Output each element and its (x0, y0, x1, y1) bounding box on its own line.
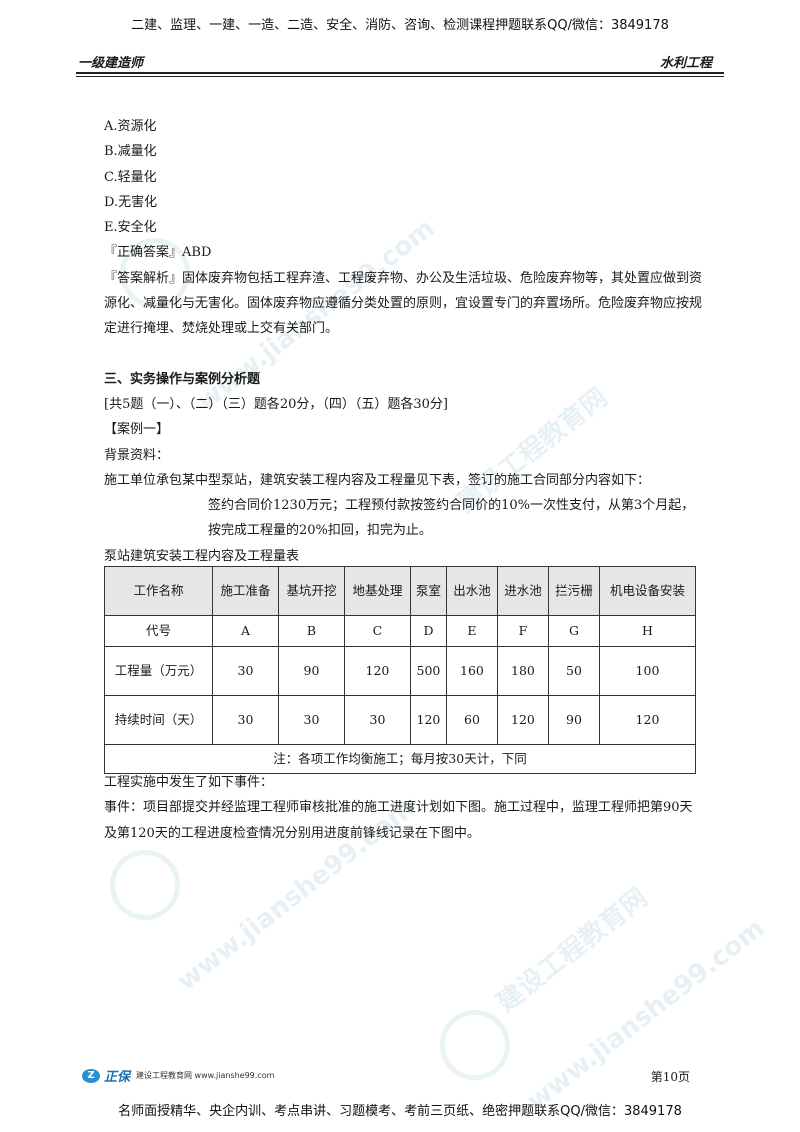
table-row-label: 持续时间（天） (104, 695, 213, 745)
option-d: D.无害化 (104, 194, 158, 210)
watermark-logo-circle (440, 1010, 510, 1080)
logo-brand: 正保 (104, 1070, 131, 1085)
table-header-cell: 拦污栅 (547, 566, 600, 616)
page-number: 第10页 (650, 1070, 690, 1084)
watermark-text: 建设工程教育网 (491, 882, 654, 1019)
table-header-cell: 机电设备安装 (598, 566, 697, 616)
table-cell: 180 (496, 646, 549, 696)
option-c: C.轻量化 (104, 169, 157, 185)
question-content: A.资源化 B.减量化 C.轻量化 D.无害化 E.安全化 『正确答案』ABD … (104, 114, 702, 569)
table-row: 工程量（万元） 30 90 120 500 160 180 50 100 (104, 646, 697, 696)
table-cell: D (409, 615, 447, 647)
work-quantity-table: 工作名称 施工准备 基坑开挖 地基处理 泵室 出水池 进水池 拦污栅 机电设备安… (104, 566, 697, 774)
table-cell: C (343, 615, 411, 647)
bottom-banner: 名师面授精华、央企内训、考点串讲、习题模考、考前三页纸、绝密押题联系QQ/微信：… (118, 1104, 682, 1119)
table-cell: 120 (409, 695, 447, 745)
option-a: A.资源化 (104, 119, 157, 134)
logo-subtitle: 建设工程教育网 www.jianshe99.com (136, 1071, 275, 1080)
table-cell: E (445, 615, 498, 647)
table-caption: 泵站建筑安装工程内容及工程量表 (104, 548, 300, 564)
background-text-1: 施工单位承包某中型泵站，建筑安装工程内容及工程量见下表，签订的施工合同部分内容如… (104, 472, 651, 488)
table-cell: A (212, 615, 279, 647)
answer-analysis: 『答案解析』固体废弃物包括工程弃渣、工程废弃物、办公及生活垃圾、危险废弃物等，其… (104, 270, 703, 337)
table-row: 代号 A B C D E F G H (104, 615, 697, 647)
header-exam-name: 一级建造师 (78, 56, 144, 71)
table-header-cell: 基坑开挖 (277, 566, 345, 616)
watermark-logo-circle (110, 850, 180, 920)
table-cell: F (496, 615, 549, 647)
table-cell: 30 (212, 695, 279, 745)
table-cell: 160 (445, 646, 498, 696)
table-row-label: 工程量（万元） (104, 646, 213, 696)
table-header-cell: 出水池 (445, 566, 498, 616)
table-row: 持续时间（天） 30 30 30 120 60 120 90 120 (104, 695, 697, 745)
table-row-label: 代号 (104, 615, 213, 647)
table-cell: G (547, 615, 600, 647)
table-header-cell: 泵室 (409, 566, 447, 616)
table-cell: 120 (496, 695, 549, 745)
correct-answer: 『正确答案』ABD (104, 245, 212, 261)
table-cell: H (598, 615, 697, 647)
header-rule (76, 72, 724, 74)
table-cell: B (277, 615, 345, 647)
table-header-row: 工作名称 施工准备 基坑开挖 地基处理 泵室 出水池 进水池 拦污栅 机电设备安… (104, 566, 697, 616)
section-title: 三、实务操作与案例分析题 (104, 371, 261, 387)
event-intro: 工程实施中发生了如下事件： (104, 775, 274, 790)
table-cell: 90 (277, 646, 345, 696)
table-cell: 120 (343, 646, 411, 696)
table-header-cell: 工作名称 (104, 566, 213, 616)
top-banner: 二建、监理、一建、一造、二造、安全、消防、咨询、检测课程押题联系QQ/微信：38… (131, 18, 669, 33)
option-e: E.安全化 (104, 220, 157, 236)
table-header-cell: 地基处理 (343, 566, 411, 616)
watermark-logo-circle (120, 238, 190, 308)
table-cell: 30 (343, 695, 411, 745)
case-title: 【案例一】 (104, 422, 170, 438)
table-header-cell: 施工准备 (212, 566, 279, 616)
option-b: B.减量化 (104, 144, 157, 160)
background-label: 背景资料： (104, 447, 170, 463)
zhengbao-logo-icon: Z (82, 1068, 100, 1083)
table-header-cell: 进水池 (496, 566, 549, 616)
background-text-2: 签约合同价1230万元；工程预付款按签约合同价的10%一次性支付，从第3个月起，… (208, 498, 695, 539)
table-cell: 100 (598, 646, 697, 696)
table-cell: 50 (547, 646, 600, 696)
table-cell: 30 (277, 695, 345, 745)
footer-logo: Z 正保 建设工程教育网 www.jianshe99.com (82, 1066, 274, 1085)
event-text: 事件：项目部提交并经监理工程师审核批准的施工进度计划如下图。施工过程中，监理工程… (104, 800, 693, 841)
table-cell: 30 (212, 646, 279, 696)
table-cell: 120 (598, 695, 697, 745)
header-rule-thin (76, 76, 724, 77)
section-note: [共5题（一）、（二）（三）题各20分，（四）（五）题各30分] (104, 396, 448, 412)
event-content: 工程实施中发生了如下事件： 事件：项目部提交并经监理工程师审核批准的施工进度计划… (104, 770, 696, 846)
table-cell: 500 (409, 646, 447, 696)
table-cell: 60 (445, 695, 498, 745)
header-subject: 水利工程 (659, 56, 712, 71)
table-cell: 90 (547, 695, 600, 745)
table-note: 注：各项工作均衡施工；每月按30天计，下同 (104, 744, 696, 774)
table-note-row: 注：各项工作均衡施工；每月按30天计，下同 (104, 744, 696, 774)
